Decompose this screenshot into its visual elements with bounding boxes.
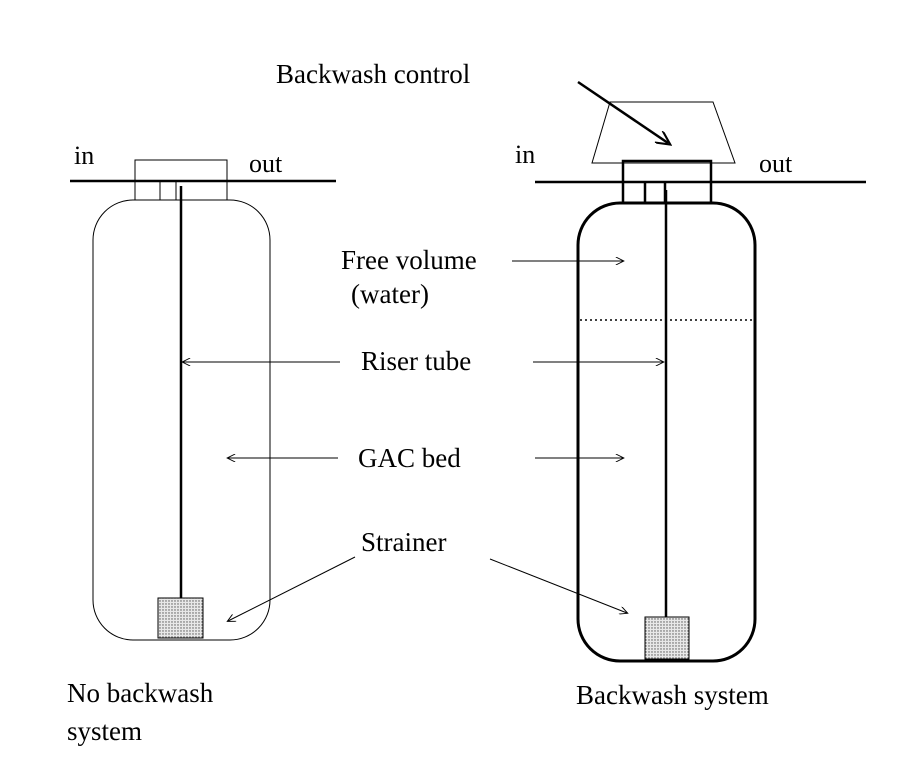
backwash-control-valve [591, 101, 736, 164]
strainer-right-arrow [489, 558, 627, 613]
text-labels: Backwash control in out in out Free volu… [67, 59, 793, 746]
left-caption-line2: system [67, 716, 142, 746]
left-outlet-label: out [249, 149, 283, 178]
riser-tube-label: Riser tube [361, 346, 471, 376]
free-volume-label: Free volume [341, 245, 477, 275]
strainer-label: Strainer [361, 527, 446, 557]
right-outlet-label: out [759, 149, 793, 178]
free-volume-water-label: (water) [351, 279, 429, 309]
left-strainer [157, 597, 204, 639]
gac-bed-label: GAC bed [358, 443, 461, 473]
backwash-control-arrow [577, 80, 668, 143]
backwash-control-label: Backwash control [276, 59, 470, 89]
right-tank-assembly [535, 101, 866, 663]
annotation-arrows [183, 80, 668, 621]
right-caption: Backwash system [576, 680, 769, 710]
right-strainer [644, 616, 690, 660]
left-caption-line1: No backwash [67, 678, 214, 708]
right-inlet-label: in [515, 140, 535, 169]
strainer-left-arrow [228, 556, 356, 621]
left-inlet-label: in [74, 141, 94, 170]
left-tank-assembly [70, 159, 336, 641]
